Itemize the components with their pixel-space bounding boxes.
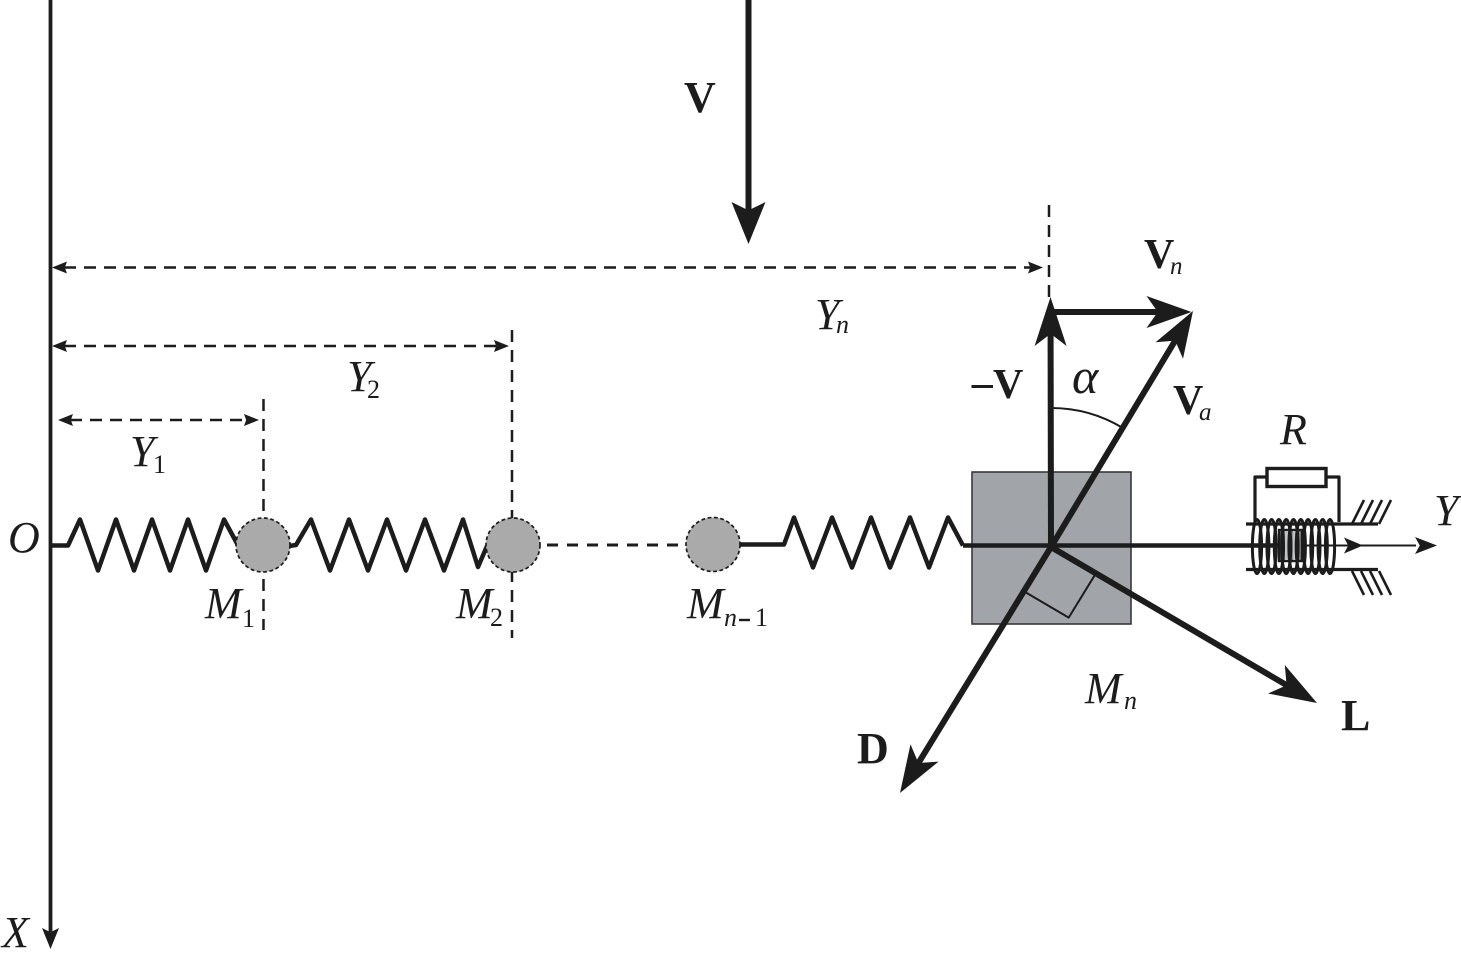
- svg-text:Y: Y: [130, 427, 159, 476]
- svg-text:O: O: [8, 513, 40, 562]
- svg-text:a: a: [1199, 399, 1212, 426]
- svg-text:R: R: [1279, 405, 1307, 454]
- svg-text:α: α: [1072, 348, 1100, 404]
- svg-text:M: M: [455, 579, 495, 628]
- svg-text:X: X: [0, 908, 31, 957]
- svg-text:V: V: [684, 73, 716, 122]
- svg-text:n: n: [836, 310, 849, 339]
- svg-text:Y: Y: [815, 290, 844, 339]
- svg-text:V: V: [1173, 378, 1203, 424]
- svg-text:1: 1: [242, 604, 255, 633]
- svg-text:L: L: [1341, 691, 1370, 740]
- svg-text:V: V: [1144, 232, 1174, 278]
- svg-text:M: M: [686, 579, 726, 628]
- svg-text:V: V: [993, 362, 1023, 408]
- svg-text:2: 2: [367, 375, 380, 404]
- svg-text:n: n: [1124, 686, 1137, 715]
- svg-text:M: M: [204, 579, 244, 628]
- svg-text:Y: Y: [1434, 486, 1461, 535]
- svg-text:Y: Y: [347, 352, 376, 401]
- svg-text:1: 1: [153, 450, 166, 479]
- svg-text:n: n: [724, 603, 737, 632]
- svg-text:D: D: [857, 724, 889, 773]
- svg-text:n: n: [1170, 253, 1183, 280]
- svg-text:1: 1: [755, 603, 768, 632]
- svg-text:2: 2: [490, 603, 503, 632]
- svg-text:M: M: [1084, 664, 1124, 713]
